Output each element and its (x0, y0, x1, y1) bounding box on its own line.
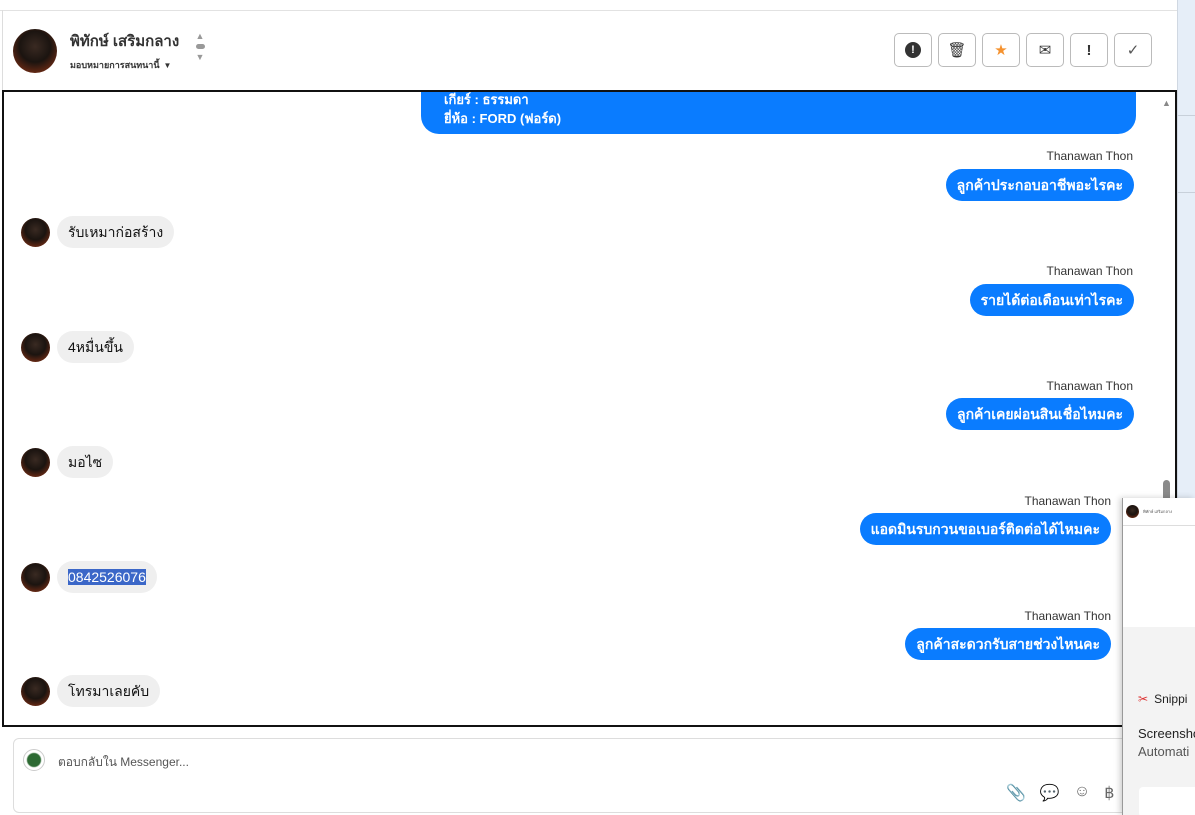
message-text: มอไซ (57, 446, 114, 478)
conversation-actions: ! 🗑 ★ ✉ ! ✓ (894, 33, 1152, 67)
outgoing-message: ลูกค้าเคยผ่อนสินเชื่อไหมคะ (945, 398, 1134, 430)
conversation-nav[interactable]: ▲▼ (193, 31, 207, 71)
selected-phone-number[interactable]: 0842526076 (68, 569, 146, 585)
outgoing-message: ลูกค้าสะดวกรับสายช่วงไหนคะ (905, 628, 1111, 660)
contact-avatar (21, 332, 50, 362)
star-button[interactable]: ★ (982, 33, 1020, 67)
thumb-name: พิทักษ์ เสริมกลาง (1143, 509, 1173, 514)
outgoing-message: รายได้ต่อเดือนเท่าไรคะ (969, 284, 1134, 316)
outgoing-message: เกียร์ : ธรรมดายี่ห้อ : FORD (ฟอร์ด) (421, 92, 1136, 134)
contact-avatar[interactable] (13, 29, 57, 73)
scrollbar[interactable]: ▲ (1159, 92, 1175, 725)
notification-card[interactable] (1139, 787, 1195, 815)
sender-name: Thanawan Thon (1024, 609, 1111, 623)
outgoing-message: แอดมินรบกวนขอเบอร์ติดต่อได้ไหมคะ (859, 513, 1111, 545)
message-text: 0842526076 (57, 561, 157, 593)
contact-avatar (21, 447, 50, 477)
trash-icon: 🗑 (947, 42, 967, 59)
incoming-message: รับเหมาก่อสร้าง (21, 216, 175, 248)
contact-avatar (21, 217, 50, 247)
assign-conversation-dropdown[interactable]: มอบหมายการสนทนานี้▼ (70, 58, 171, 72)
emoji-icon[interactable]: ☺ (1073, 783, 1091, 800)
scissors-icon: ✂ (1138, 692, 1149, 706)
exclamation-icon: ! (1086, 41, 1092, 59)
contact-name: พิทักษ์ เสริมกลาง (70, 33, 180, 50)
contact-avatar (21, 562, 50, 592)
attachment-icon[interactable]: 📎 (1006, 785, 1026, 802)
outgoing-message: ลูกค้าประกอบอาชีพอะไรคะ (945, 169, 1134, 201)
message-thread[interactable]: เกียร์ : ธรรมดายี่ห้อ : FORD (ฟอร์ด) Tha… (2, 90, 1177, 727)
check-icon: ✓ (1126, 42, 1140, 59)
incoming-message: มอไซ (21, 446, 114, 478)
prev-icon[interactable]: ▲ (195, 31, 205, 41)
incoming-message: 4หมื่นขึ้น (21, 331, 134, 363)
divider (0, 10, 1177, 11)
message-text: โทรมาเลยคับ (57, 675, 161, 707)
star-icon: ★ (994, 42, 1008, 59)
sender-name: Thanawan Thon (1046, 264, 1133, 278)
done-button[interactable]: ✓ (1114, 33, 1152, 67)
message-line: เกียร์ : ธรรมดา (444, 92, 529, 107)
notification-title: Screensho (1138, 726, 1195, 741)
assign-label: มอบหมายการสนทนานี้ (70, 60, 160, 70)
saved-replies-icon[interactable]: 💬 (1039, 785, 1060, 802)
sender-name: Thanawan Thon (1046, 379, 1133, 393)
app-name: Snippi (1154, 692, 1188, 706)
screenshot-thumbnail: พิทักษ์ เสริมกลาง (1123, 498, 1195, 526)
dot-icon (195, 44, 205, 49)
message-line: ยี่ห้อ : FORD (ฟอร์ด) (444, 111, 562, 126)
reply-input[interactable]: ตอบกลับใน Messenger... (58, 755, 189, 769)
message-text: 4หมื่นขึ้น (57, 331, 134, 363)
delete-button[interactable]: 🗑 (938, 33, 976, 67)
notification-subtitle: Automati (1138, 744, 1190, 759)
notification-body: ✂ Snippi Screensho Automati (1123, 627, 1195, 815)
spam-button[interactable]: ! (894, 33, 932, 67)
sender-name: Thanawan Thon (1024, 494, 1111, 508)
sender-name: Thanawan Thon (1046, 149, 1133, 163)
important-button[interactable]: ! (1070, 33, 1108, 67)
composer-tools: 📎 💬 ☺ ฿ (1006, 783, 1114, 803)
incoming-message: โทรมาเลยคับ (21, 675, 161, 707)
incoming-message: 0842526076 (21, 561, 157, 593)
scrollbar-thumb[interactable] (1163, 480, 1170, 508)
contact-avatar (21, 676, 50, 706)
page-logo (23, 749, 45, 771)
caret-down-icon: ▼ (163, 60, 172, 70)
contact-avatar (1126, 505, 1139, 518)
mark-unread-button[interactable]: ✉ (1026, 33, 1064, 67)
divider (2, 10, 3, 90)
alert-octagon-icon: ! (905, 42, 921, 58)
envelope-open-icon: ✉ (1038, 42, 1052, 59)
baht-icon[interactable]: ฿ (1104, 785, 1115, 802)
snipping-tool-notification[interactable]: พิทักษ์ เสริมกลาง ✂ Snippi Screensho Auto… (1122, 498, 1195, 815)
message-text: รับเหมาก่อสร้าง (57, 216, 175, 248)
scroll-up-icon[interactable]: ▲ (1162, 98, 1171, 108)
next-icon[interactable]: ▼ (195, 52, 205, 62)
reply-composer[interactable]: ตอบกลับใน Messenger... 📎 💬 ☺ ฿ (13, 738, 1188, 813)
